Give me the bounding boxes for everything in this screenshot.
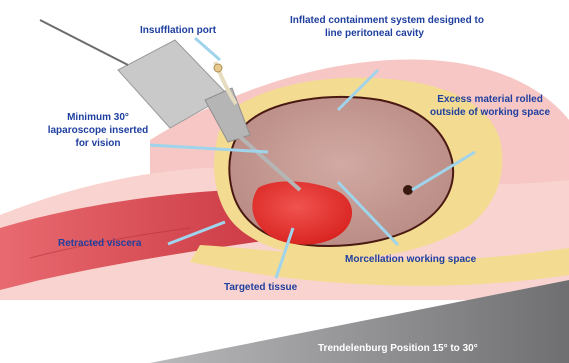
- label-laparoscope-line2: laparoscope inserted: [48, 125, 149, 136]
- label-excess-line2: outside of working space: [430, 107, 550, 118]
- label-excess-line1: Excess material rolled: [437, 94, 543, 105]
- label-containment-line2: line peritoneal cavity: [325, 28, 424, 39]
- label-insufflation-port: Insufflation port: [140, 25, 217, 36]
- arrow-insufflation: [195, 38, 220, 60]
- rolled-excess-material: [403, 185, 413, 195]
- label-laparoscope-line3: for vision: [75, 138, 120, 149]
- label-trendelenburg: Trendelenburg Position 15° to 30°: [318, 343, 478, 354]
- label-laparoscope-line1: Minimum 30°: [67, 112, 129, 123]
- guide-wire: [40, 20, 128, 65]
- label-targeted-tissue: Targeted tissue: [224, 282, 298, 293]
- label-retracted-viscera: Retracted viscera: [58, 238, 142, 249]
- insufflation-port-valve: [214, 64, 222, 72]
- label-morcellation: Morcellation working space: [345, 254, 477, 265]
- label-containment-line1: Inflated containment system designed to: [290, 15, 484, 26]
